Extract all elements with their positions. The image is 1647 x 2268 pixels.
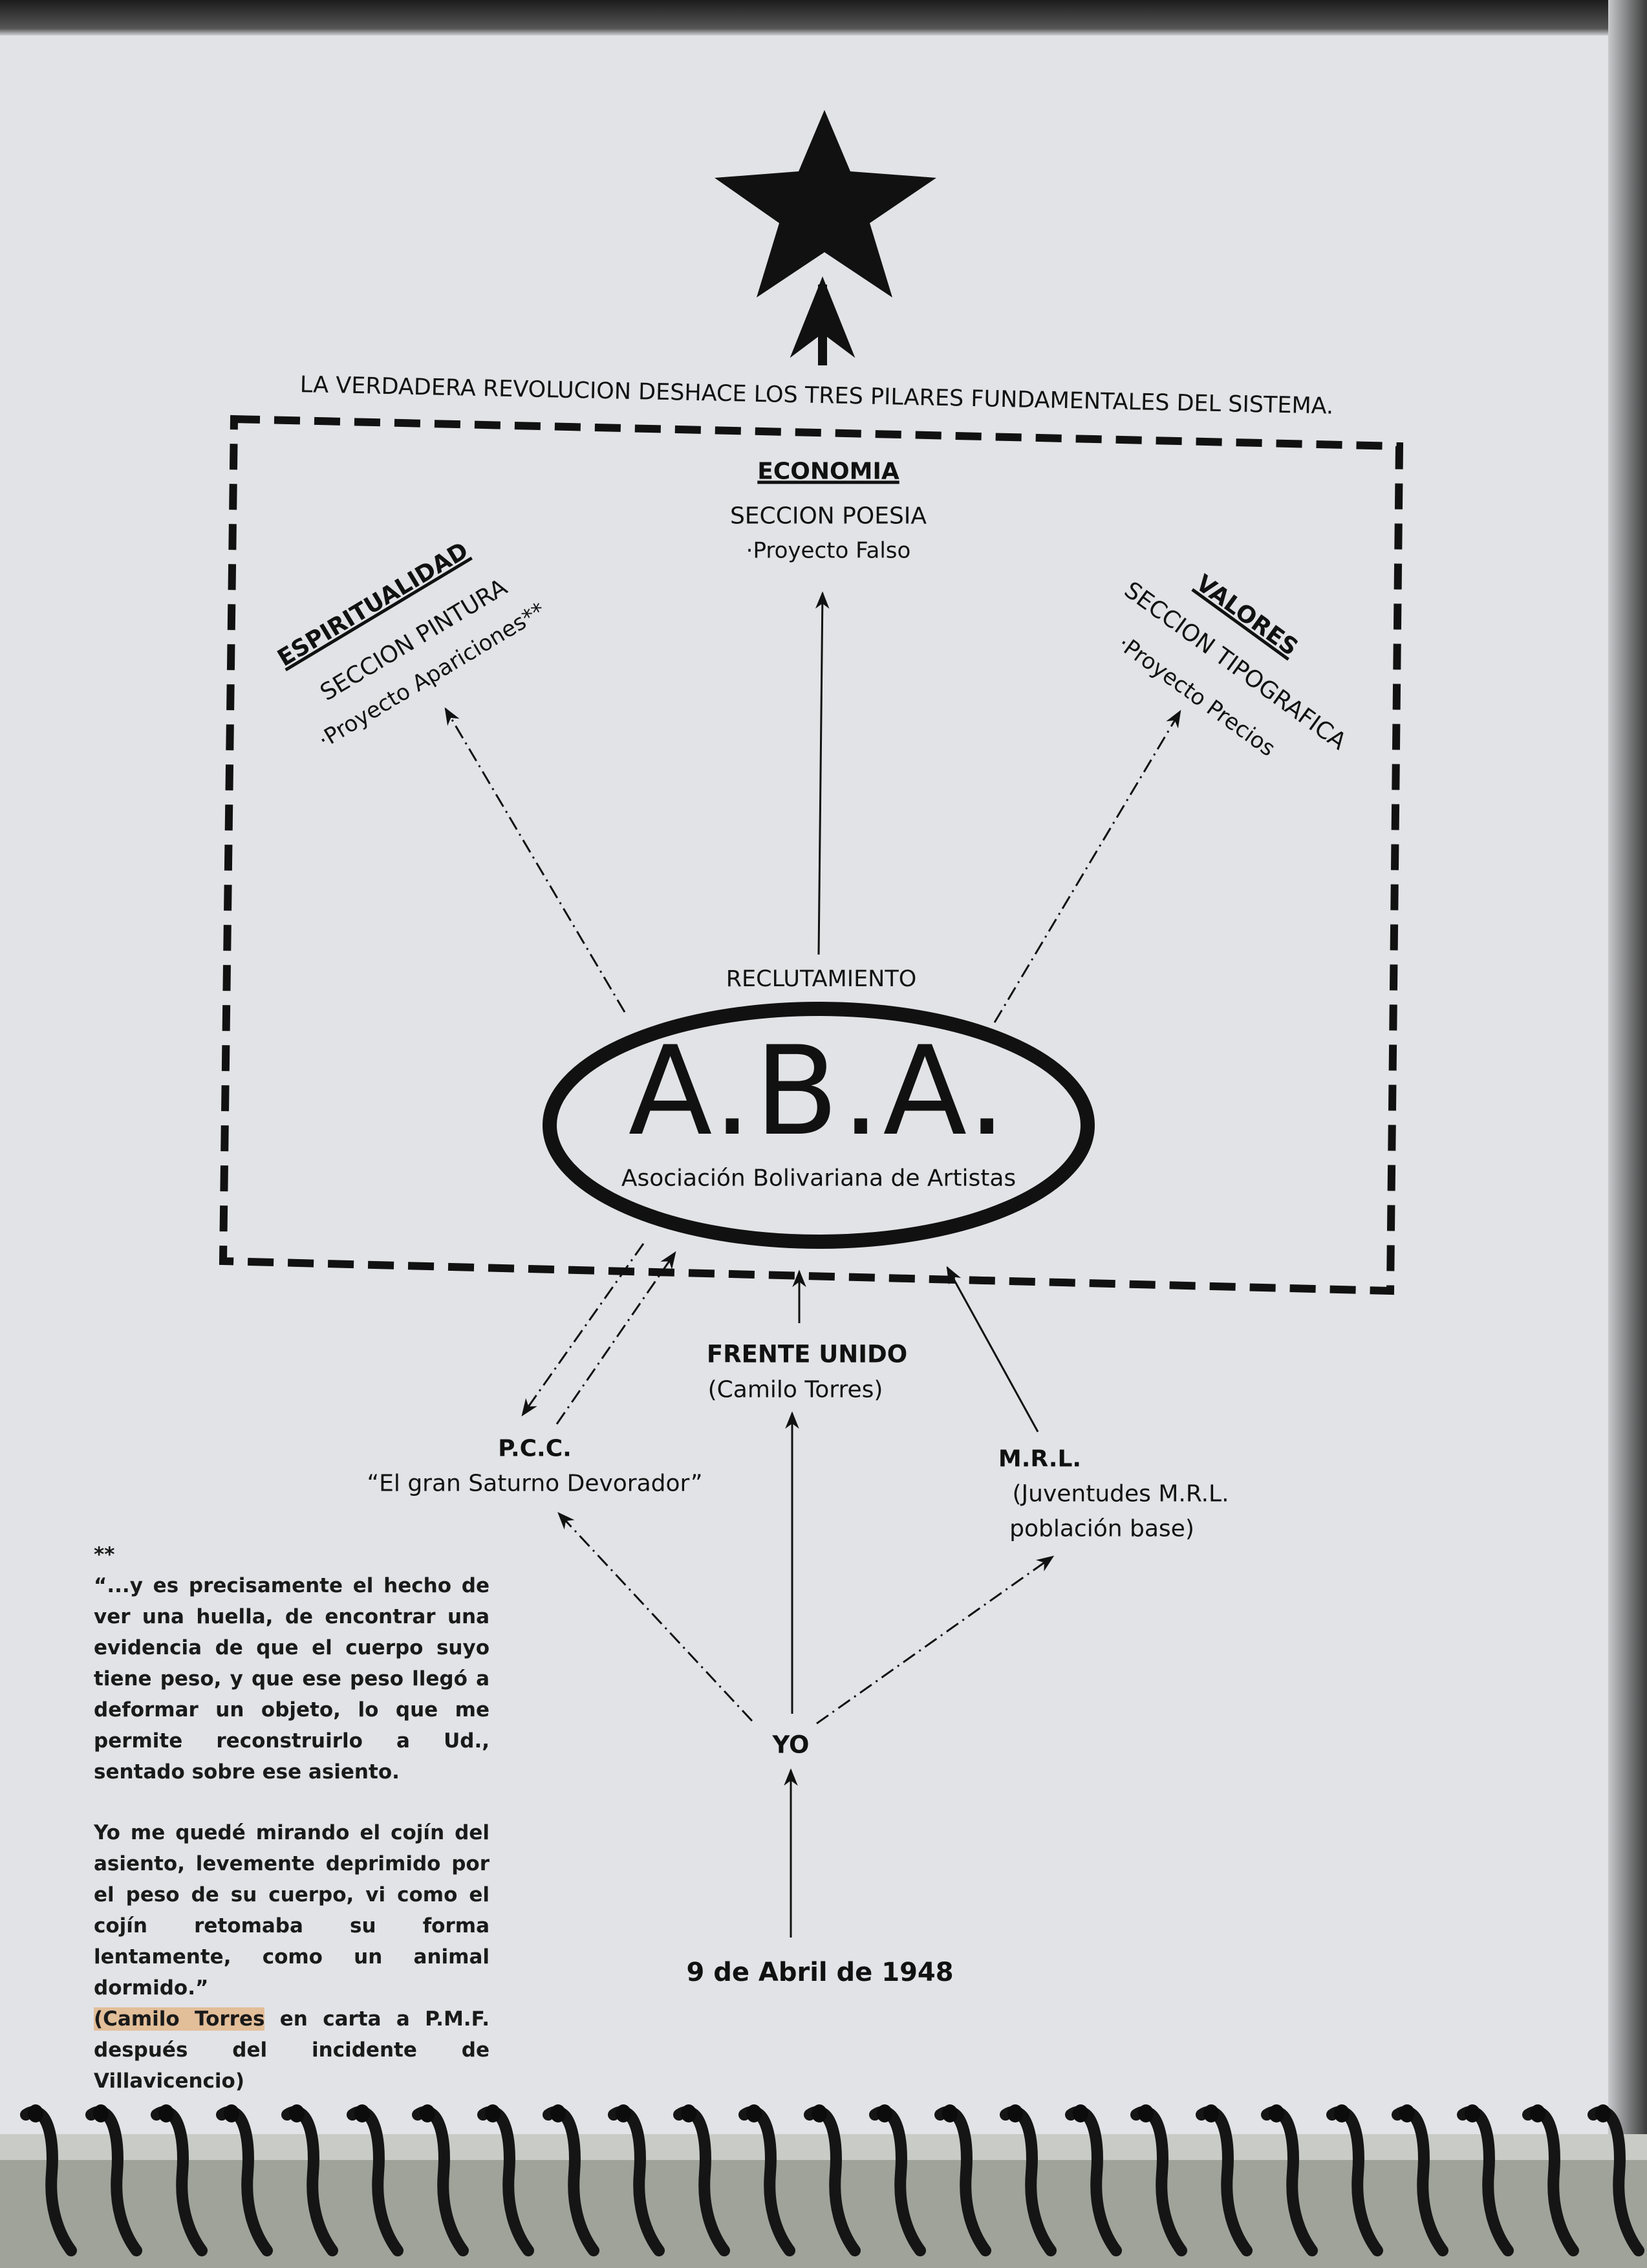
binding-hole xyxy=(1203,2104,1219,2122)
economia-section: SECCION POESIA xyxy=(729,502,927,530)
reclutamiento-label: RECLUTAMIENTO xyxy=(726,966,917,992)
binding-hole xyxy=(1530,2104,1545,2122)
mrl-label: M.R.L. xyxy=(998,1445,1082,1473)
arrow-to-valores xyxy=(993,709,1181,1023)
binding-hole xyxy=(1138,2104,1154,2122)
spiral-binding xyxy=(20,2104,1644,2256)
binding-hole xyxy=(681,2104,696,2122)
arrow-yo-to-pcc xyxy=(557,1512,753,1722)
arrow-to-economia xyxy=(815,591,830,955)
binding-hole xyxy=(942,2104,958,2122)
scan-right-edge xyxy=(1608,0,1647,2268)
binding-hole xyxy=(1399,2104,1415,2122)
binding-hole xyxy=(746,2104,762,2122)
footnote: ** “...y es precisamente el hecho de ver… xyxy=(94,1539,490,2097)
binding-hole xyxy=(1334,2104,1350,2122)
mrl-sub-1: (Juventudes M.R.L. xyxy=(1012,1480,1229,1507)
date-label: 9 de Abril de 1948 xyxy=(686,1958,954,1987)
binding-hole xyxy=(485,2104,501,2122)
aba-acronym: A.B.A. xyxy=(628,1020,1009,1163)
binding-hole xyxy=(616,2104,631,2122)
frente-unido-sub: (Camilo Torres) xyxy=(707,1376,883,1403)
binding-hole xyxy=(812,2104,827,2122)
binding-hole xyxy=(28,2104,43,2122)
aba-ellipse xyxy=(543,1002,1095,1249)
aba-full-name: Asociación Bolivariana de Artistas xyxy=(621,1165,1017,1192)
binding-hole xyxy=(1269,2104,1284,2122)
footnote-source-highlight: (Camilo Torres xyxy=(94,2007,265,2031)
arrow-aba-to-pcc xyxy=(521,1243,645,1417)
footnote-marker: ** xyxy=(94,1543,115,1566)
footnote-source-rest: en carta a P.M.F. después del incidente … xyxy=(94,2007,490,2093)
footnote-paragraph-2: Yo me quedé mirando el cojín del asiento… xyxy=(94,1821,490,2000)
binding-hole xyxy=(289,2104,305,2122)
binding-hole xyxy=(93,2104,109,2122)
footnote-source: (Camilo Torres en carta a P.M.F. después… xyxy=(94,2003,490,2097)
binding-hole xyxy=(1595,2104,1611,2122)
binding-hole xyxy=(420,2104,435,2122)
arrow-yo-to-mrl xyxy=(816,1555,1055,1725)
pcc-label: P.C.C. xyxy=(498,1435,572,1462)
star-icon xyxy=(715,110,936,297)
pcc-sub: “El gran Saturno Devorador” xyxy=(367,1470,703,1497)
economia-heading: ECONOMIA xyxy=(757,458,899,485)
economia-project: ·Proyecto Falso xyxy=(746,537,911,564)
binding-hole xyxy=(1073,2104,1088,2122)
binding-hole xyxy=(158,2104,174,2122)
arrow-pcc-to-aba xyxy=(555,1251,676,1425)
binding-hole xyxy=(1465,2104,1480,2122)
frente-unido-label: FRENTE UNIDO xyxy=(706,1340,908,1368)
arrow-mrl-to-aba xyxy=(946,1266,1039,1432)
scan-top-edge xyxy=(0,0,1647,36)
footnote-paragraph-1: “...y es precisamente el hecho de ver un… xyxy=(94,1574,490,1784)
binding-hole xyxy=(1007,2104,1023,2122)
mrl-sub-2: población base) xyxy=(1009,1515,1194,1542)
binding-strip xyxy=(0,2134,1647,2160)
binding-hole xyxy=(354,2104,370,2122)
binding-hole xyxy=(224,2104,239,2122)
binding-hole xyxy=(877,2104,892,2122)
arrow-to-espiritualidad xyxy=(444,707,626,1013)
binding-hole xyxy=(550,2104,566,2122)
yo-label: YO xyxy=(772,1731,810,1759)
system-boundary-box xyxy=(219,415,1404,1295)
